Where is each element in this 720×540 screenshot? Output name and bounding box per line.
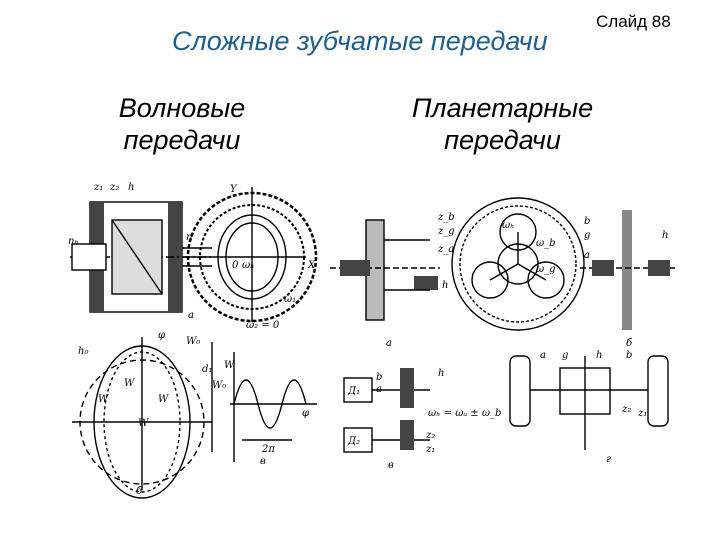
label-wamp: W₀ (212, 380, 226, 391)
column-heading-line: Планетарные (411, 93, 594, 123)
label-n: n (186, 232, 192, 243)
label-z2: z₂ (109, 182, 119, 193)
label-W-top: W (124, 378, 135, 389)
label-a: a (584, 250, 590, 261)
label-h-bottom: h (438, 368, 444, 379)
label-O: 0 (232, 260, 239, 271)
label-omega-g: ω_g (536, 264, 556, 275)
label-Y: Y (230, 184, 238, 195)
label-nh: nₕ (68, 236, 79, 247)
caption-g: г (606, 454, 611, 465)
label-D1: Д₁ (347, 386, 360, 397)
label-X: X (307, 260, 316, 271)
column-heading-line: передачи (123, 125, 241, 155)
column-heading-line: передачи (444, 125, 561, 155)
label-D2: Д₂ (347, 436, 360, 447)
column-heading-wave: Волновые передачи (92, 92, 272, 156)
label-h: h (442, 280, 448, 291)
wave-gear-drawing: z₁ z₂ h nₕ n Y X 0 ωₕ ω₁ ω₂ = 0 а h₀ φ W… (68, 182, 318, 499)
label-formula: ωₕ = ωₐ ± ω_b (428, 408, 501, 419)
label-W-bottom: W (138, 418, 149, 429)
label-2pi: 2π (261, 444, 275, 455)
caption-b: б (626, 338, 633, 349)
label-za: z_a (437, 244, 454, 255)
label-phi-axis: φ (302, 408, 309, 419)
label-zb: z_b (437, 212, 455, 223)
label-W-right: W (158, 394, 169, 405)
label-omega2: ω₂ = 0 (246, 320, 280, 331)
label-z2: z₂ (425, 430, 435, 441)
label-h: h (128, 182, 134, 193)
caption-v: в (260, 456, 266, 467)
label-W-left: W (98, 394, 109, 405)
caption-v: в (388, 460, 394, 470)
label-a-g: a (540, 350, 546, 361)
wave-gear-figure: z₁ z₂ h nₕ n Y X 0 ωₕ ω₁ ω₂ = 0 а h₀ φ W… (62, 172, 324, 502)
column-heading-line: Волновые (118, 93, 246, 123)
slide-number: Слайд 88 (596, 12, 671, 31)
label-b-bottom: b (376, 372, 382, 383)
label-omega-h: ωₕ (502, 220, 514, 231)
label-g-g: g (562, 350, 568, 361)
label-a-bottom: a (376, 384, 382, 395)
caption-b: б (136, 486, 143, 497)
planetary-gear-figure: z_b z_g z_a h ωₕ ω_b ω_g b g a h а б b a… (330, 180, 682, 471)
label-zg: z_g (437, 226, 455, 237)
label-z1: z₁ (93, 182, 103, 193)
label-g: g (584, 230, 590, 241)
caption-a: а (386, 338, 392, 349)
label-omega1: ω₁ (284, 294, 296, 305)
label-omega-b: ω_b (536, 238, 556, 249)
column-heading-planetary: Планетарные передачи (395, 92, 610, 156)
slide-title: Сложные зубчатые передачи (172, 26, 548, 56)
planetary-gear-drawing: z_b z_g z_a h ωₕ ω_b ω_g b g a h а б b a… (330, 197, 675, 471)
label-z1-g: z₁ (637, 408, 647, 419)
label-omega-h: ωₕ (242, 260, 254, 271)
label-b-g: b (626, 350, 632, 361)
caption-a: а (188, 310, 194, 321)
label-h0: h₀ (78, 346, 88, 357)
label-W0: W₀ (186, 336, 200, 347)
label-z1: z₁ (425, 444, 435, 455)
label-h-right: h (662, 230, 668, 241)
label-h-g: h (596, 350, 602, 361)
label-d1: d₁ (202, 364, 212, 375)
label-phi: φ (158, 330, 165, 341)
label-W-sine: W (224, 360, 235, 371)
label-z2-g: z₂ (621, 404, 631, 415)
label-b: b (584, 216, 590, 227)
